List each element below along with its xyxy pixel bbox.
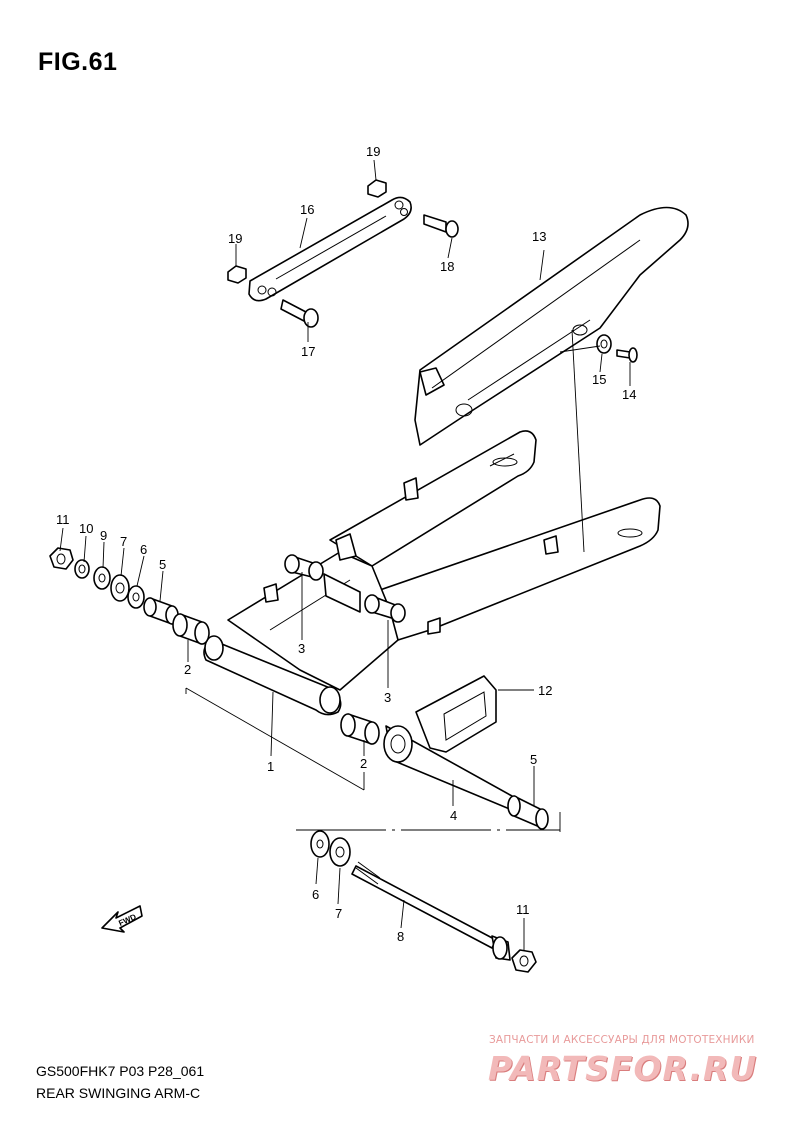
callout-3-right: 3 xyxy=(384,690,391,705)
callout-12: 12 xyxy=(538,683,552,698)
bushing-3-right[interactable] xyxy=(364,594,406,623)
bearing-2-left[interactable] xyxy=(172,613,210,645)
callout-6-lower: 6 xyxy=(312,887,319,902)
fwd-label: FWD xyxy=(117,912,138,928)
nut-11-lower[interactable] xyxy=(511,949,537,973)
watermark-logo: PARTSFOR.RU xyxy=(488,1049,758,1088)
nut-19-lower[interactable] xyxy=(227,265,247,284)
fwd-arrow-icon: FWD xyxy=(101,905,143,933)
spacer-5-left[interactable] xyxy=(143,597,179,625)
callout-10: 10 xyxy=(79,521,93,536)
callout-15: 15 xyxy=(592,372,606,387)
callout-3-left: 3 xyxy=(298,641,305,656)
callout-11-left: 11 xyxy=(56,512,70,527)
pivot-sleeve[interactable] xyxy=(383,725,513,811)
callout-5-right: 5 xyxy=(530,752,537,767)
washer-7-left[interactable] xyxy=(110,574,130,602)
callout-18: 18 xyxy=(440,259,454,274)
pivot-bolt[interactable] xyxy=(351,861,511,961)
chain-buffer[interactable] xyxy=(415,675,497,753)
callout-4: 4 xyxy=(450,808,457,823)
washer-10[interactable] xyxy=(74,559,90,579)
washer-6-left[interactable] xyxy=(127,585,145,609)
chain-case[interactable] xyxy=(414,206,689,446)
bolt-18[interactable] xyxy=(423,214,459,238)
callout-13: 13 xyxy=(532,229,546,244)
callout-2-left: 2 xyxy=(184,662,191,677)
callout-8: 8 xyxy=(397,929,404,944)
washer-15[interactable] xyxy=(596,334,612,354)
bushing-3-left[interactable] xyxy=(284,554,324,581)
callout-1: 1 xyxy=(267,759,274,774)
washer-6-lower[interactable] xyxy=(310,830,330,858)
washer-7-lower[interactable] xyxy=(329,837,351,867)
callout-9: 9 xyxy=(100,528,107,543)
bolt-17[interactable] xyxy=(280,299,319,328)
callout-16: 16 xyxy=(300,202,314,217)
callout-17: 17 xyxy=(301,344,315,359)
bearing-2-right[interactable] xyxy=(340,713,380,745)
washer-9[interactable] xyxy=(93,566,111,590)
callout-19-upper: 19 xyxy=(366,144,380,159)
callout-19-lower: 19 xyxy=(228,231,242,246)
callouts: 11 10 9 7 6 5 2 1 3 3 2 4 5 12 13 15 14 … xyxy=(56,144,636,944)
callout-7-left: 7 xyxy=(120,534,127,549)
callout-5-left: 5 xyxy=(159,557,166,572)
callout-2-right: 2 xyxy=(360,756,367,771)
model-code: GS500FHK7 P03 P28_061 xyxy=(36,1063,205,1079)
figure-title: FIG.61 xyxy=(38,48,118,76)
nut-19-upper[interactable] xyxy=(367,179,387,198)
leader-lines xyxy=(59,159,631,950)
guide-lines xyxy=(185,329,601,832)
spacer-5-right[interactable] xyxy=(507,795,549,830)
watermark-caption: ЗАПЧАСТИ И АКСЕССУАРЫ ДЛЯ МОТОТЕХНИКИ xyxy=(489,1034,755,1046)
swingarm[interactable] xyxy=(203,430,661,716)
callout-11-lower: 11 xyxy=(516,902,530,917)
nut-11-left[interactable] xyxy=(49,547,74,570)
torque-link[interactable] xyxy=(248,196,412,302)
callout-7-lower: 7 xyxy=(335,906,342,921)
callout-6-left: 6 xyxy=(140,542,147,557)
figure-name: REAR SWINGING ARM-C xyxy=(36,1085,201,1101)
screw-14[interactable] xyxy=(616,347,638,363)
callout-14: 14 xyxy=(622,387,636,402)
